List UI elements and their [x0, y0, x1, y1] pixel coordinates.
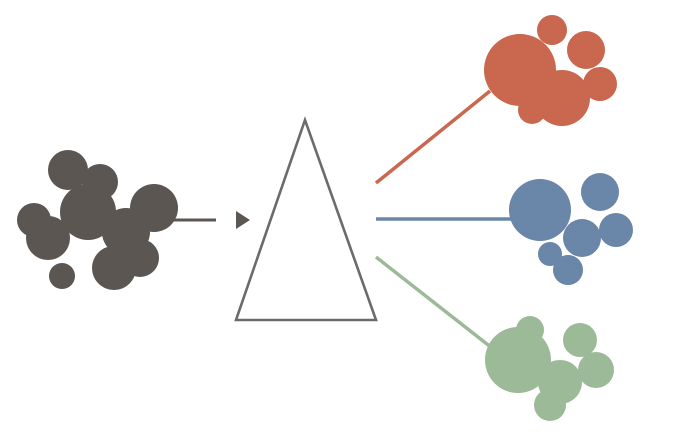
play-triangle-icon: [236, 211, 250, 229]
red-blob: [537, 15, 567, 45]
output-ray-green: [374, 255, 494, 350]
output-cluster-red: [484, 15, 617, 126]
green-blob: [485, 327, 551, 393]
input-blob: [26, 216, 70, 260]
output-cluster-blue: [509, 173, 633, 285]
input-blob: [48, 150, 88, 190]
green-blob: [563, 323, 597, 357]
input-blob: [49, 263, 75, 289]
green-blob: [578, 352, 614, 388]
red-blob: [534, 70, 590, 126]
blue-blob: [563, 219, 601, 257]
red-blob: [518, 96, 546, 124]
input-blob: [60, 184, 116, 240]
input-cluster: [17, 150, 216, 290]
blue-blob: [509, 179, 571, 241]
prism-triangle: [234, 116, 378, 322]
input-blob: [130, 184, 178, 232]
green-blob: [534, 389, 566, 421]
blue-blob: [553, 255, 583, 285]
blue-blob: [599, 213, 633, 247]
red-blob: [567, 31, 605, 69]
output-ray-red: [374, 89, 492, 185]
blue-blob: [538, 242, 562, 266]
input-blob: [92, 246, 136, 290]
output-cluster-green: [485, 316, 614, 421]
blue-blob: [581, 173, 619, 211]
red-blob: [583, 67, 617, 101]
